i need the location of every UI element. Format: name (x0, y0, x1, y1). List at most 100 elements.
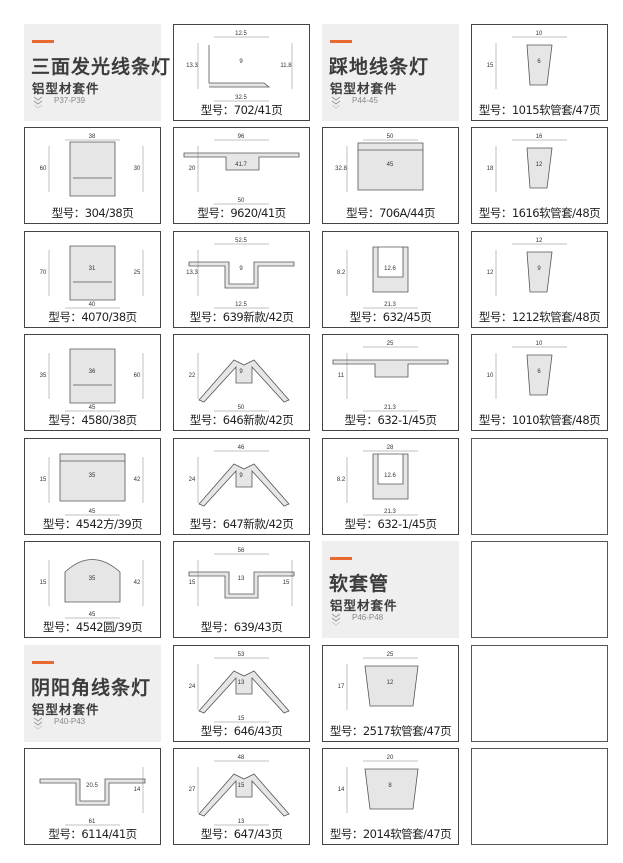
profile-drawing: 10 15 6 (487, 31, 567, 89)
model-caption: 型号：1616软管套/48页 (478, 206, 601, 220)
dimension-label: 38 (89, 134, 96, 140)
dimension-label: 24 (189, 477, 196, 483)
dimension-label: 42 (134, 477, 141, 483)
dimension-label: 9 (239, 266, 243, 272)
dimension-label: 6 (537, 59, 541, 65)
model-caption: 型号：2014软管套/47页 (329, 827, 452, 841)
model-caption: 型号：639新款/42页 (189, 310, 294, 324)
product-cell: 50 32.8 45 型号：706A/44页 (322, 127, 459, 224)
dimension-label: 25 (387, 652, 394, 658)
model-caption: 型号：647/43页 (200, 827, 283, 841)
dimension-label: 11 (338, 373, 345, 379)
model-caption: 型号：639/43页 (200, 620, 283, 634)
dimension-label: 14 (134, 787, 141, 793)
dimension-label: 10 (536, 341, 543, 347)
model-caption: 型号：4542圆/39页 (42, 620, 143, 634)
empty-cell (471, 645, 608, 742)
model-caption: 型号：646/43页 (200, 724, 283, 738)
dimension-label: 30 (134, 166, 141, 172)
accent-bar (32, 40, 54, 43)
dimension-label: 52.5 (235, 238, 247, 244)
dimension-label: 32.5 (235, 95, 247, 101)
empty-cell (471, 541, 608, 638)
dimension-label: 45 (387, 162, 394, 168)
dimension-label: 21.3 (384, 405, 396, 411)
dimension-label: 50 (238, 198, 245, 204)
dimension-label: 12 (387, 680, 394, 686)
dimension-label: 41.7 (235, 162, 247, 168)
model-caption: 型号：1015软管套/47页 (478, 103, 601, 117)
dimension-label: 12.5 (235, 302, 247, 308)
dimension-label: 15 (487, 63, 494, 69)
product-cell: 16 18 12 型号：1616软管套/48页 (471, 127, 608, 224)
dimension-label: 10 (487, 373, 494, 379)
dimension-label: 60 (40, 166, 47, 172)
dimension-label: 31 (89, 266, 96, 272)
dimension-label: 27 (189, 787, 196, 793)
dimension-label: 6 (537, 369, 541, 375)
model-caption: 型号：706A/44页 (346, 206, 435, 220)
page-range: P40-P43 (54, 717, 86, 726)
dimension-label: 12.6 (384, 266, 396, 272)
dimension-label: 12.5 (235, 31, 247, 37)
model-caption: 型号：9620/41页 (197, 206, 286, 220)
empty-cell (471, 748, 608, 845)
dimension-label: 8.2 (337, 270, 346, 276)
dimension-label: 16 (536, 134, 543, 140)
dimension-label: 15 (238, 783, 245, 789)
dimension-label: 18 (487, 166, 494, 172)
profile-drawing: 8.212.621.3 (337, 246, 418, 309)
dimension-label: 13 (238, 576, 245, 582)
page-range: P44-45 (352, 96, 378, 105)
dimension-label: 12 (536, 162, 543, 168)
section-subtitle: 铝型材套件 (32, 702, 100, 717)
profile-drawing: 20.5 14 61 (39, 767, 146, 826)
section-header: 阴阳角线条灯 铝型材套件 P40-P43 (24, 645, 161, 742)
dimension-label: 8.2 (337, 477, 346, 483)
product-cell: 20.5 14 61 型号：6114/41页 (24, 748, 161, 845)
model-caption: 型号：702/41页 (200, 103, 283, 117)
dimension-label: 35 (89, 576, 96, 582)
model-caption: 型号：1010软管套/48页 (478, 413, 601, 427)
dimension-label: 96 (238, 134, 245, 140)
dimension-label: 32.8 (335, 166, 347, 172)
dimension-label: 35 (40, 373, 47, 379)
section-title: 踩地线条灯 (329, 56, 430, 78)
section-header: 踩地线条灯 铝型材套件 P44-45 (322, 24, 459, 121)
model-caption: 型号：6114/41页 (48, 827, 137, 841)
dimension-label: 21.3 (384, 509, 396, 515)
dimension-label: 20.5 (86, 783, 98, 789)
profile-drawing: 288.212.621.3 (337, 445, 418, 516)
dimension-label: 10 (536, 31, 543, 37)
dimension-label: 28 (387, 445, 394, 451)
dimension-label: 8 (388, 783, 392, 789)
dimension-label: 50 (387, 134, 394, 140)
model-caption: 型号：2517软管套/47页 (329, 724, 452, 738)
dimension-label: 11.8 (280, 63, 292, 69)
section-title: 软套管 (329, 573, 390, 595)
dimension-label: 61 (89, 819, 96, 825)
dimension-label: 15 (238, 716, 245, 722)
dimension-label: 25 (134, 270, 141, 276)
dimension-label: 46 (238, 445, 245, 451)
section-subtitle: 铝型材套件 (330, 81, 398, 96)
dimension-label: 22 (189, 373, 196, 379)
dimension-label: 15 (40, 477, 47, 483)
